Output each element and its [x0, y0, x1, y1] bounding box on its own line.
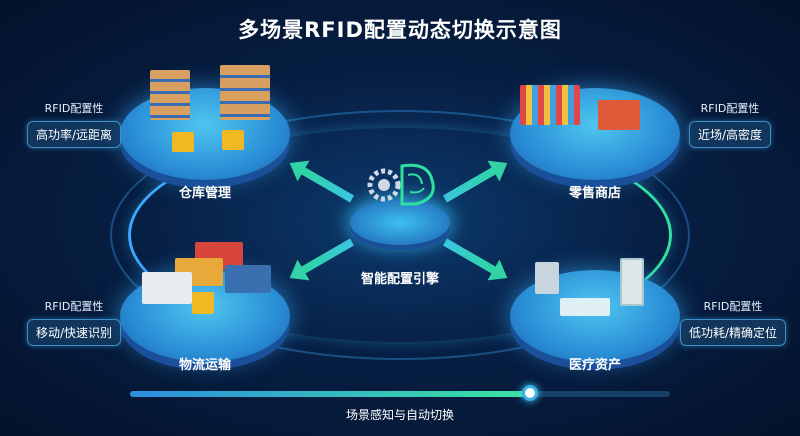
checkout-counter-icon	[598, 100, 640, 130]
page-title: 多场景RFID配置动态切换示意图	[238, 18, 562, 42]
medicine-cabinet-icon	[620, 258, 644, 306]
config-value: 近场/高密度	[688, 121, 772, 148]
medical-monitor-icon	[535, 262, 559, 294]
switch-progress-knob[interactable]	[521, 385, 538, 401]
config-title: RFID配置性	[703, 300, 763, 313]
forklift-icon	[172, 132, 194, 152]
config-value: 高功率/远距离	[26, 121, 122, 148]
config-value: 低功耗/精确定位	[679, 319, 787, 346]
orbit-ring-glow	[128, 128, 672, 342]
config-title: RFID配置性	[44, 102, 104, 115]
switch-progress-fill	[130, 391, 530, 397]
container-icon	[225, 265, 271, 293]
config-title: RFID配置性	[700, 102, 760, 115]
scene-label-medical: 医疗资产	[568, 358, 621, 373]
scene-label-logistics: 物流运输	[178, 358, 231, 373]
config-medical: RFID配置性低功耗/精确定位	[670, 298, 796, 346]
hospital-bed-icon	[560, 298, 610, 316]
forklift-icon	[222, 130, 244, 150]
switch-progress-track	[130, 391, 670, 397]
truck-icon	[142, 272, 192, 304]
scene-label-warehouse: 仓库管理	[178, 186, 231, 201]
engine-label: 智能配置引擎	[360, 272, 439, 287]
engine-platform	[350, 200, 450, 245]
config-warehouse: RFID配置性高功率/远距离	[14, 100, 134, 148]
truck-cab-icon	[192, 292, 214, 314]
orbit-ring	[110, 110, 690, 360]
config-value: 移动/快速识别	[26, 319, 122, 346]
brain-gear-icon	[358, 160, 442, 210]
config-title: RFID配置性	[44, 300, 104, 313]
warehouse-shelves-icon	[150, 70, 190, 120]
warehouse-shelves-icon	[220, 65, 270, 120]
clothing-rack-icon	[520, 85, 580, 125]
scene-label-retail: 零售商店	[568, 186, 621, 201]
progress-label: 场景感知与自动切换	[345, 408, 454, 422]
config-retail: RFID配置性近场/高密度	[670, 100, 790, 148]
config-logistics: RFID配置性移动/快速识别	[14, 298, 134, 346]
